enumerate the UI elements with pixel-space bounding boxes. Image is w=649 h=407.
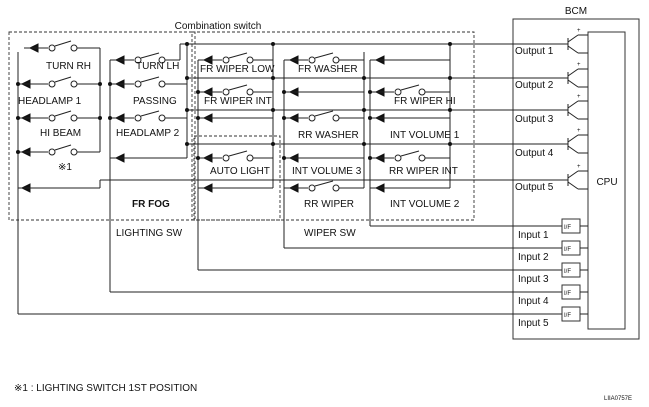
label-rr-wiper: RR WIPER xyxy=(304,199,354,210)
svg-text:+: + xyxy=(577,128,581,134)
svg-text:+: + xyxy=(577,28,581,34)
label-int-volume-3: INT VOLUME 3 xyxy=(292,166,362,177)
label-turn-lh: TURN LH xyxy=(136,61,179,72)
input-5-label: Input 5 xyxy=(518,318,549,329)
junction-dots xyxy=(16,42,452,160)
svg-text:+: + xyxy=(577,164,581,170)
input-3-label: Input 3 xyxy=(518,274,549,285)
lighting-sw-label: LIGHTING SW xyxy=(116,228,183,239)
if-label-5: I/F xyxy=(564,313,571,319)
output-1-label: Output 1 xyxy=(515,46,554,57)
if-label-2: I/F xyxy=(564,247,571,253)
wiper-sw-label: WIPER SW xyxy=(304,228,356,239)
if-boxes xyxy=(561,218,588,322)
output-5-label: Output 5 xyxy=(515,182,554,193)
output-2-label: Output 2 xyxy=(515,80,554,91)
output-lines xyxy=(100,43,568,181)
input-2-label: Input 2 xyxy=(518,252,549,263)
output-transistors: + + + + + xyxy=(567,28,588,190)
label-headlamp-1: HEADLAMP 1 xyxy=(18,96,82,107)
input-lines xyxy=(17,60,562,315)
svg-text:+: + xyxy=(577,94,581,100)
combination-switch-title: Combination switch xyxy=(175,21,262,32)
lighting-switch-area xyxy=(8,31,196,221)
bcm-box xyxy=(512,18,640,340)
figure-code: LIIA0757E xyxy=(604,396,632,402)
label-rr-washer: RR WASHER xyxy=(298,130,359,141)
wiper-switch-area xyxy=(191,31,475,221)
label-fr-washer: FR WASHER xyxy=(298,64,358,75)
label-headlamp-2: HEADLAMP 2 xyxy=(116,128,180,139)
label-fr-wiper-hi: FR WIPER HI xyxy=(394,96,456,107)
label-int-volume-1: INT VOLUME 1 xyxy=(390,130,460,141)
label-hi-beam: HI BEAM xyxy=(40,128,81,139)
output-3-label: Output 3 xyxy=(515,114,554,125)
label-note-1: ※1 xyxy=(58,162,72,173)
label-fr-wiper-low: FR WIPER LOW xyxy=(200,64,275,75)
label-auto-light: AUTO LIGHT xyxy=(210,166,270,177)
footnote: ※1 : LIGHTING SWITCH 1ST POSITION xyxy=(14,383,197,394)
bcm-title: BCM xyxy=(565,6,587,17)
svg-text:+: + xyxy=(577,62,581,68)
label-rr-wiper-int: RR WIPER INT xyxy=(389,166,458,177)
input-1-label: Input 1 xyxy=(518,230,549,241)
if-label-3: I/F xyxy=(564,269,571,275)
cpu-label: CPU xyxy=(596,177,617,188)
cpu-box xyxy=(587,31,626,330)
if-label-4: I/F xyxy=(564,291,571,297)
auto-light-area xyxy=(193,135,281,221)
if-label-1: I/F xyxy=(564,225,571,231)
label-int-volume-2: INT VOLUME 2 xyxy=(390,199,460,210)
label-turn-rh: TURN RH xyxy=(46,61,91,72)
label-fr-fog: FR FOG xyxy=(132,199,170,210)
switch-contacts xyxy=(18,40,450,193)
input-4-label: Input 4 xyxy=(518,296,549,307)
label-passing: PASSING xyxy=(133,96,177,107)
output-4-label: Output 4 xyxy=(515,148,554,159)
label-fr-wiper-int: FR WIPER INT xyxy=(204,96,272,107)
